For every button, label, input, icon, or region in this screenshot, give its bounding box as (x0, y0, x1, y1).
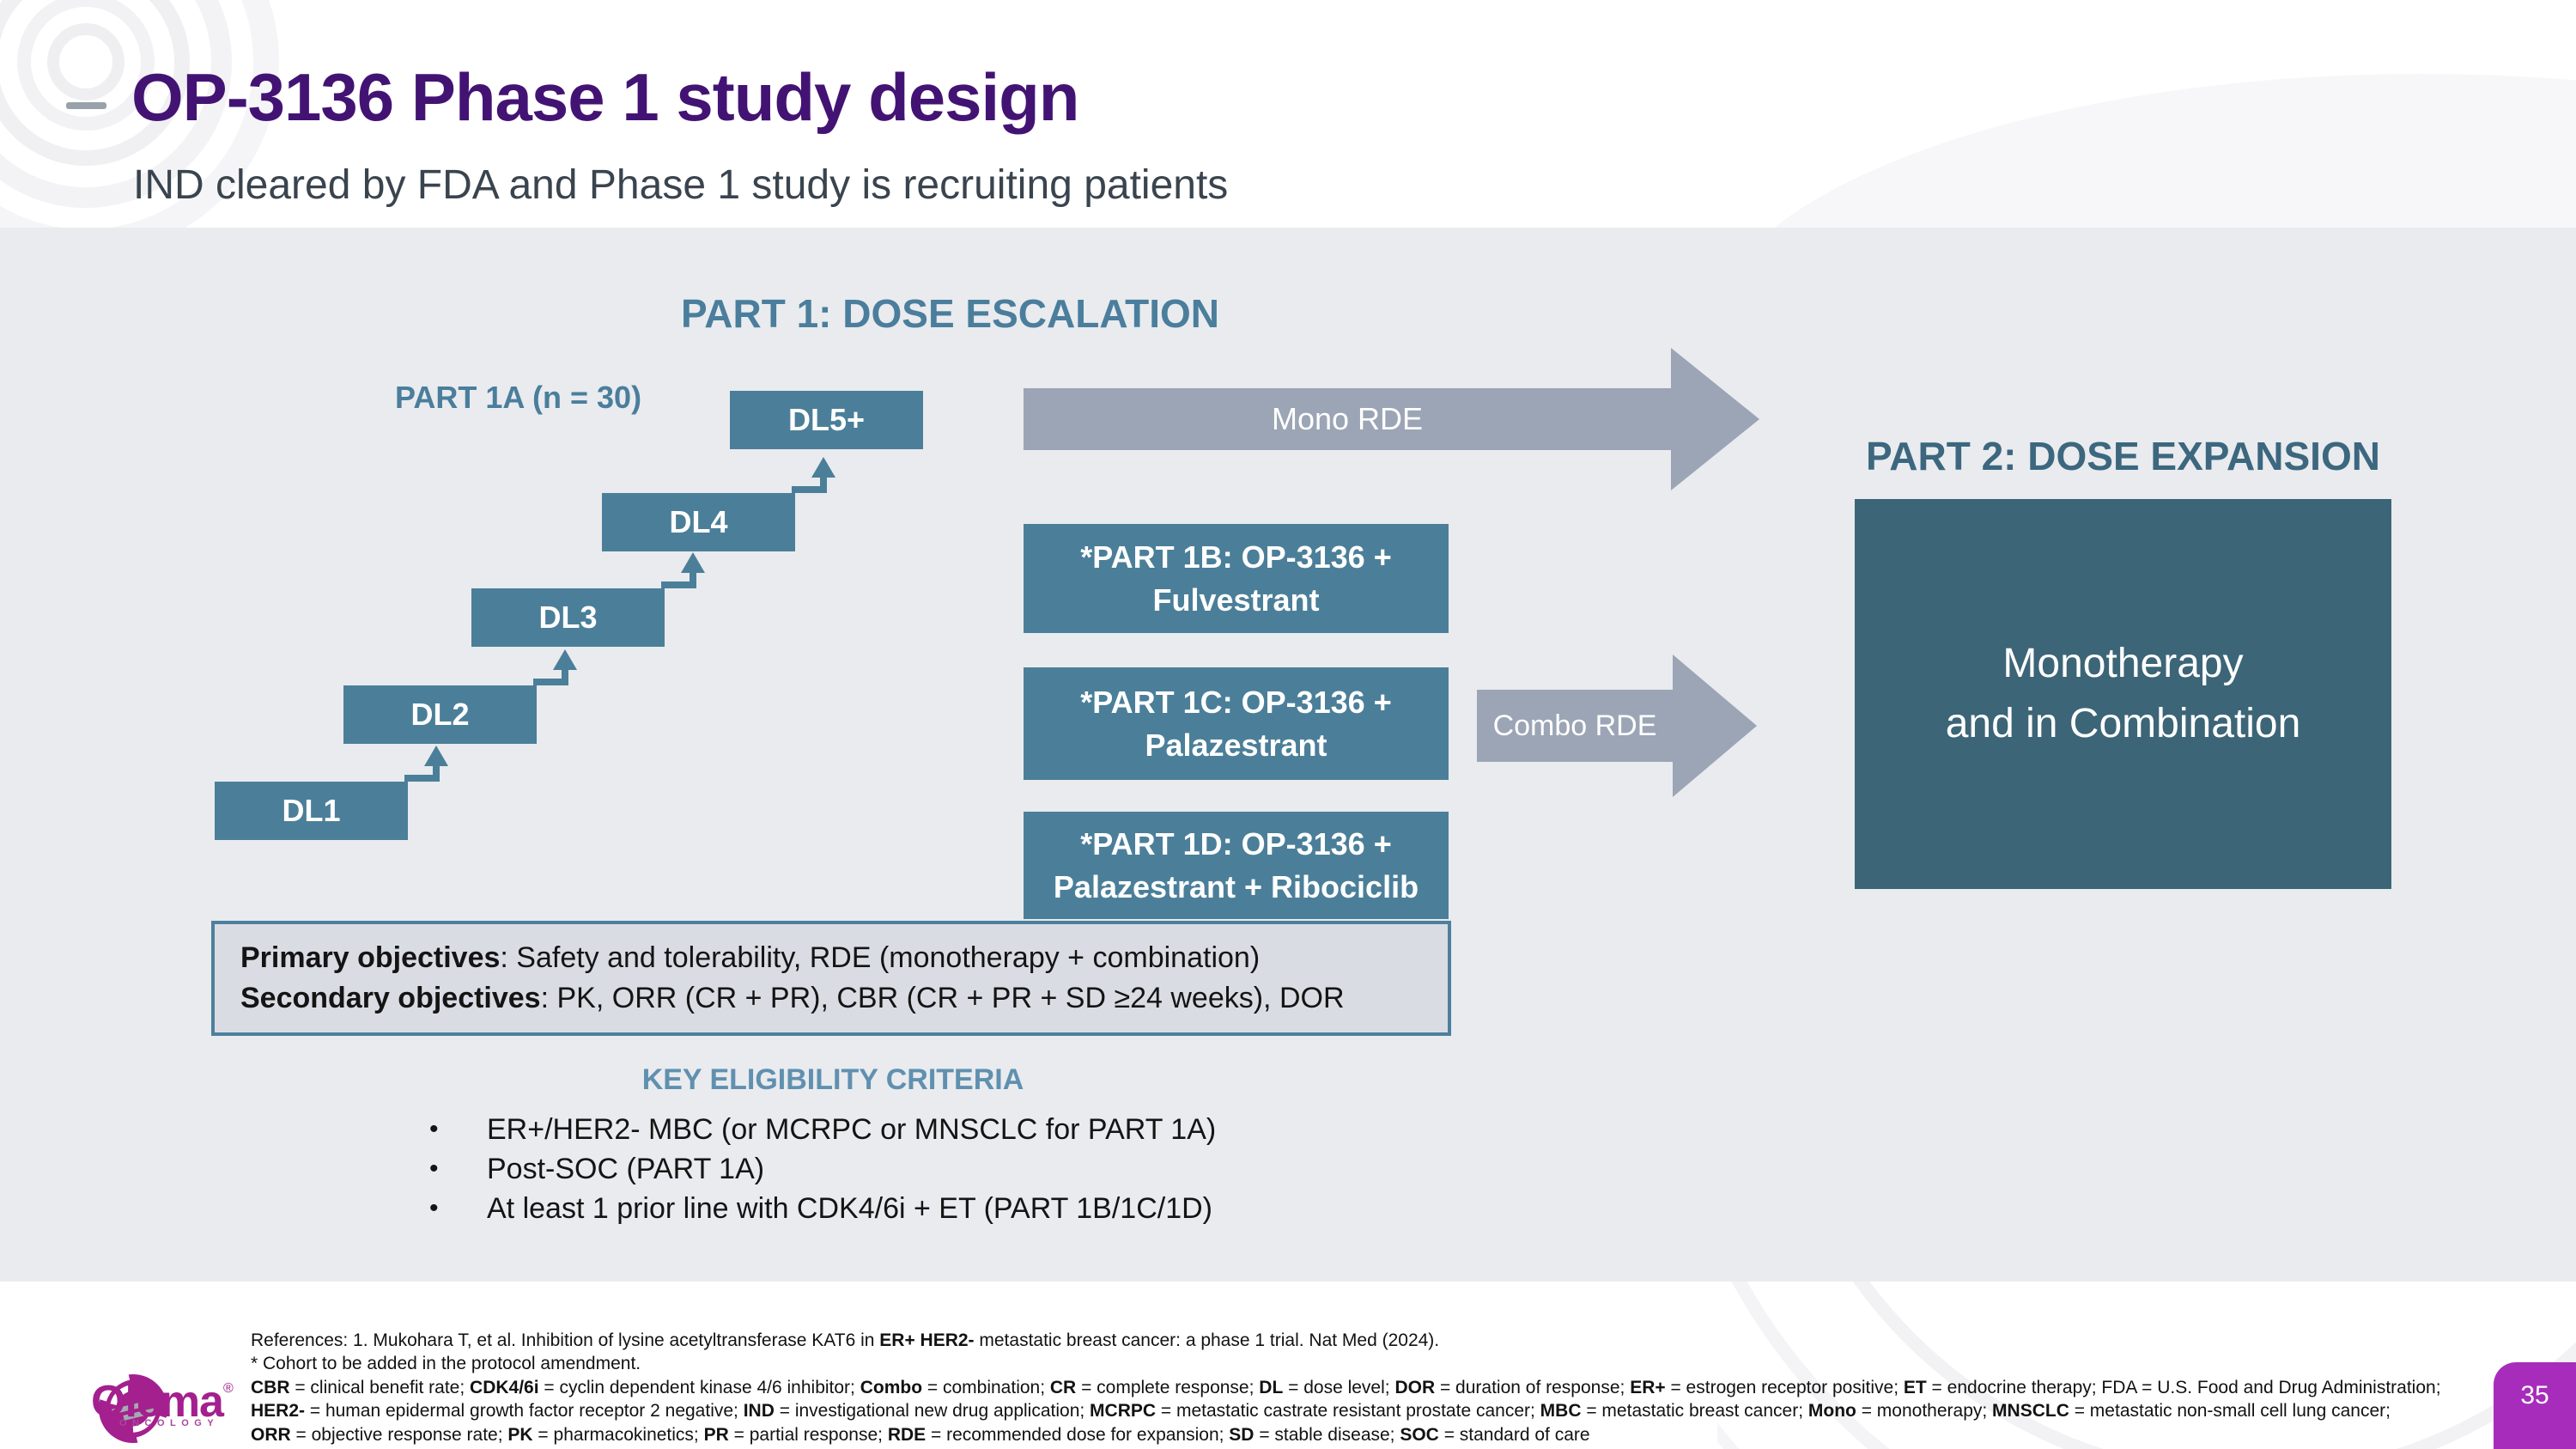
header-arc-decoration (1700, 74, 2576, 228)
dose-level-label: DL5+ (787, 402, 866, 437)
dose-level-label: DL3 (538, 600, 598, 635)
dose-level-label: DL2 (410, 697, 470, 732)
part1d-line2: Palazestrant + Ribociclib (1053, 868, 1419, 904)
dose-level-box-dl4: DL4 (602, 493, 795, 551)
page-number: 35 (2520, 1381, 2549, 1409)
list-item: ER+/HER2- MBC (or MCRPC or MNSCLC for PA… (429, 1110, 1216, 1149)
olema-logo-icon (99, 1374, 167, 1443)
dose-level-box-dl1: DL1 (215, 782, 408, 840)
abbreviations-line-2: HER2- = human epidermal growth factor re… (251, 1401, 2391, 1422)
list-item: Post-SOC (PART 1A) (429, 1149, 1216, 1189)
part1b-line1: *PART 1B: OP-3136 + (1080, 539, 1392, 575)
dose-expansion-box: Monotherapy and in Combination (1855, 499, 2391, 889)
part1c-line1: *PART 1C: OP-3136 + (1080, 684, 1392, 720)
primary-objectives-line: Primary objectives: Safety and tolerabil… (240, 941, 1261, 974)
expansion-line2: and in Combination (1945, 701, 2301, 746)
mono-rde-arrow-label: Mono RDE (1271, 401, 1424, 436)
part1d-line1: *PART 1D: OP-3136 + (1080, 825, 1392, 861)
dose-level-box-dl5plus: DL5+ (730, 391, 923, 449)
combo-rde-arrow-label: Combo RDE (1492, 709, 1657, 742)
olema-logo-wordmark: Olema® (91, 1376, 234, 1428)
olema-logo-subtext: ONCOLOGY (119, 1418, 220, 1428)
part1c-box: *PART 1C: OP-3136 + Palazestrant (1024, 667, 1449, 780)
part2-heading: PART 2: DOSE EXPANSION (1866, 434, 2380, 478)
dose-level-label: DL4 (669, 504, 728, 539)
title-dash-icon (66, 102, 106, 109)
dose-level-box-dl3: DL3 (471, 588, 665, 647)
page-subtitle: IND cleared by FDA and Phase 1 study is … (133, 162, 1229, 208)
expansion-line1: Monotherapy (2002, 641, 2244, 686)
part1c-line2: Palazestrant (1145, 727, 1327, 763)
concentric-circles-decoration (0, 0, 279, 228)
references-block: References: 1. Mukohara T, et al. Inhibi… (251, 1329, 2441, 1446)
part1b-box: *PART 1B: OP-3136 + Fulvestrant (1024, 524, 1449, 633)
page-title: OP-3136 Phase 1 study design (131, 59, 1079, 135)
reference-line-1: References: 1. Mukohara T, et al. Inhibi… (251, 1330, 1440, 1350)
registered-mark: ® (222, 1381, 234, 1396)
eligibility-bullet-1: ER+/HER2- MBC (or MCRPC or MNSCLC for PA… (487, 1112, 1217, 1146)
eligibility-bullet-2: Post-SOC (PART 1A) (487, 1152, 765, 1185)
part1a-cohort-label: PART 1A (n = 30) (395, 380, 642, 415)
logo-text: Olema (91, 1377, 224, 1427)
header-band (0, 0, 2576, 228)
part1b-line2: Fulvestrant (1152, 581, 1320, 618)
objectives-box: Primary objectives: Safety and tolerabil… (211, 921, 1451, 1036)
reference-line-2: * Cohort to be added in the protocol ame… (251, 1354, 641, 1374)
abbreviations-line-3: ORR = objective response rate; PK = phar… (251, 1424, 1590, 1445)
part1d-box: *PART 1D: OP-3136 + Palazestrant + Riboc… (1024, 812, 1449, 919)
footer-band (0, 1282, 2576, 1449)
dose-level-box-dl2: DL2 (343, 685, 537, 744)
page-number-badge: 35 (2494, 1362, 2576, 1449)
secondary-objectives-line: Secondary objectives: PK, ORR (CR + PR),… (240, 982, 1345, 1014)
eligibility-bullet-3: At least 1 prior line with CDK4/6i + ET … (487, 1191, 1212, 1225)
part1-heading: PART 1: DOSE ESCALATION (681, 291, 1219, 336)
eligibility-heading: KEY ELIGIBILITY CRITERIA (641, 1063, 1024, 1096)
list-item: At least 1 prior line with CDK4/6i + ET … (429, 1189, 1216, 1228)
eligibility-list: ER+/HER2- MBC (or MCRPC or MNSCLC for PA… (429, 1110, 1216, 1228)
abbreviations-line-1: CBR = clinical benefit rate; CDK4/6i = c… (251, 1377, 2441, 1397)
dose-level-label: DL1 (282, 793, 341, 828)
